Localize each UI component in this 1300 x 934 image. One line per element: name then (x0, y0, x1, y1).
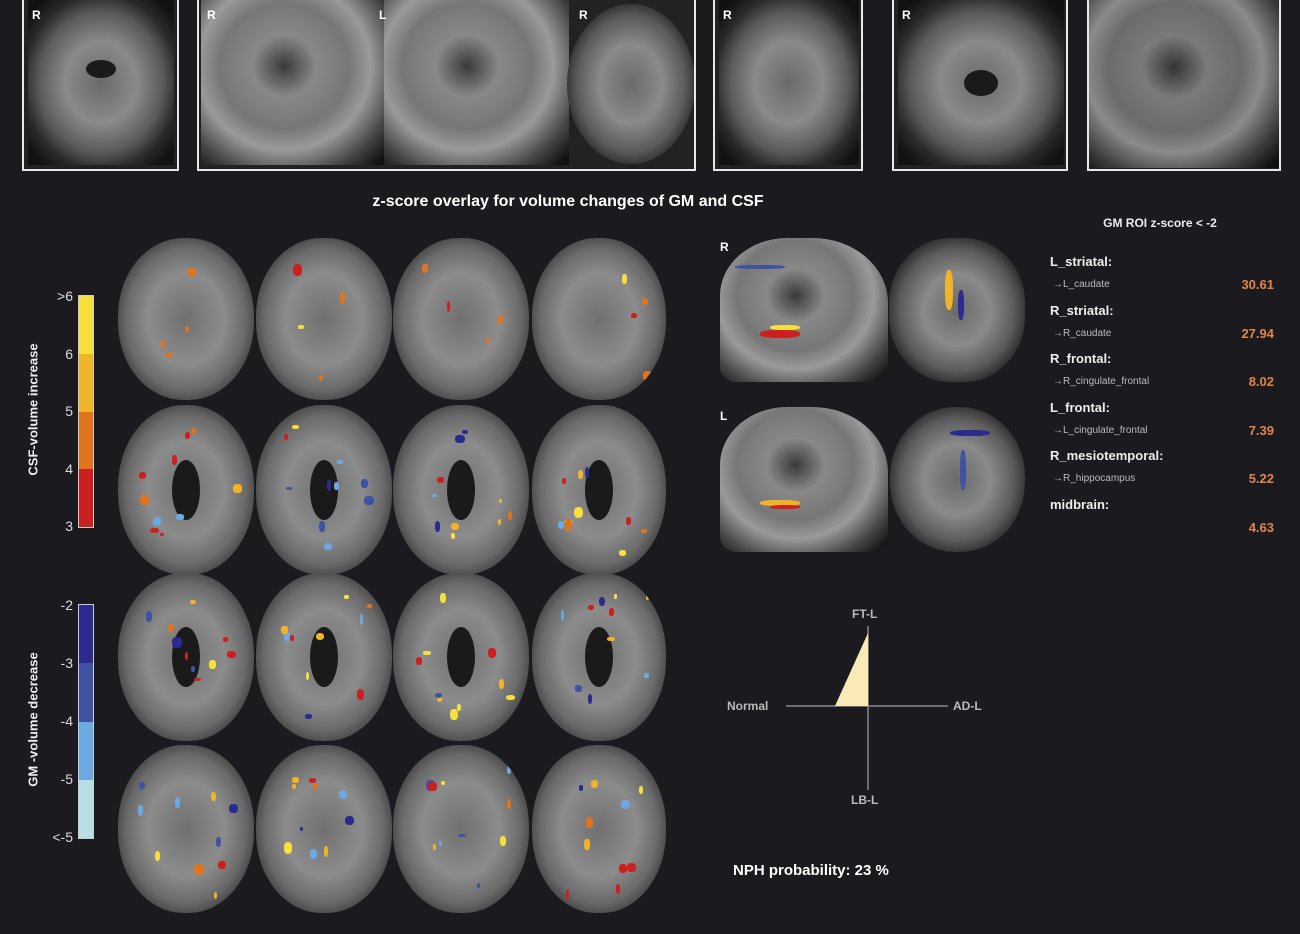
roi-region-name: →L_caudate (1053, 279, 1110, 290)
axial-slice (118, 573, 254, 741)
axial-slice (256, 238, 392, 400)
colorbar-segment (79, 296, 93, 354)
roi-group-name: R_frontal: (1050, 351, 1112, 366)
sagittal-axial-views: R L R (197, 0, 696, 171)
roi-z-score: 30.61 (1241, 277, 1274, 292)
axial-slice (256, 745, 392, 913)
diagnosis-plot (786, 626, 948, 790)
overlay-spot (760, 500, 800, 506)
overlay-spot (770, 505, 800, 509)
axial-slice (393, 745, 529, 913)
roi-region-name: →L_cingulate_frontal (1053, 424, 1148, 436)
gm-tick: <-5 (52, 829, 73, 845)
csf-colorbar (78, 295, 94, 528)
overlay-spot (735, 265, 785, 269)
axis-label-left: Normal (727, 699, 769, 713)
colorbar-segment (79, 663, 93, 722)
nph-probability: NPH probability: 23 % (733, 862, 889, 879)
axial-slice (532, 573, 666, 741)
roi-z-score: 27.94 (1241, 325, 1274, 341)
overlay-spot (760, 330, 800, 338)
colorbar-segment (79, 779, 93, 838)
colorbar-segment (79, 469, 93, 527)
roi-group-name: R_striatal: (1050, 302, 1114, 318)
orientation-label: R (32, 8, 41, 22)
gm-tick: -4 (60, 713, 73, 729)
orientation-label: R (720, 240, 729, 254)
overlay-title: z-score overlay for volume changes of GM… (372, 193, 764, 210)
colorbar-segment (79, 605, 93, 664)
overlay-spot (950, 430, 990, 436)
axial-slice (118, 405, 254, 575)
coronal-view-1: R (22, 0, 179, 171)
axial-slice (393, 238, 529, 400)
axis-label-top: FT-L (852, 607, 878, 621)
orientation-label: L (720, 409, 728, 423)
sagittal-overlay-right (720, 238, 888, 382)
roi-title: GM ROI z-score < -2 (1103, 216, 1217, 230)
probability-triangle (835, 633, 868, 706)
roi-z-score: 5.22 (1248, 471, 1274, 486)
roi-z-score: 4.63 (1248, 519, 1274, 535)
csf-tick: 4 (65, 461, 73, 477)
overlay-spot (960, 450, 966, 490)
orientation-label: L (379, 8, 387, 22)
axial-slice (256, 405, 392, 575)
csf-tick: 5 (65, 403, 73, 419)
roi-group-name: L_striatal: (1050, 254, 1113, 269)
axial-slice (532, 405, 666, 575)
colorbar-segment (79, 353, 93, 412)
roi-region-name: →R_caudate (1053, 327, 1112, 339)
roi-group-name: midbrain: (1050, 496, 1110, 512)
overlay-spot (945, 270, 953, 310)
coronal-view-2: R (713, 0, 863, 171)
orientation-label: R (723, 8, 732, 22)
roi-z-score: 7.39 (1248, 422, 1274, 438)
axial-slice (118, 238, 254, 400)
axis-label-bottom: LB-L (851, 793, 879, 807)
axis-label-right: AD-L (953, 699, 982, 713)
axial-slice (393, 405, 529, 575)
axial-slice (532, 238, 666, 400)
axial-slice (118, 745, 254, 913)
axial-slice (256, 573, 392, 741)
gm-tick: -3 (60, 655, 73, 671)
gm-tick: -5 (60, 771, 73, 787)
axial-slice (393, 573, 529, 741)
orientation-label: R (579, 8, 588, 22)
csf-tick: >6 (57, 288, 73, 304)
axial-slice (532, 745, 666, 913)
colorbar-segment (79, 411, 93, 470)
roi-region-name: →R_hippocampus (1053, 473, 1136, 484)
gm-tick: -2 (60, 597, 73, 613)
coronal-view-3: R (892, 0, 1068, 171)
roi-z-score: 8.02 (1248, 374, 1274, 389)
gm-colorbar (78, 604, 94, 839)
overlay-spot (958, 290, 964, 320)
sagittal-overlay-left (720, 407, 888, 552)
sagittal-t2-view (1087, 0, 1281, 171)
roi-group-name: L_frontal: (1050, 399, 1110, 415)
roi-group-name: R_mesiotemporal: (1050, 448, 1164, 463)
orientation-label: R (902, 8, 911, 22)
axial-overlay (890, 407, 1025, 552)
coronal-overlay (889, 238, 1025, 382)
roi-region-name: →R_cingulate_frontal (1053, 376, 1150, 387)
orientation-label: R (207, 8, 216, 22)
overlay-spot (770, 325, 800, 330)
csf-tick: 6 (65, 346, 73, 362)
colorbar-segment (79, 721, 93, 780)
csf-tick: 3 (65, 518, 73, 534)
